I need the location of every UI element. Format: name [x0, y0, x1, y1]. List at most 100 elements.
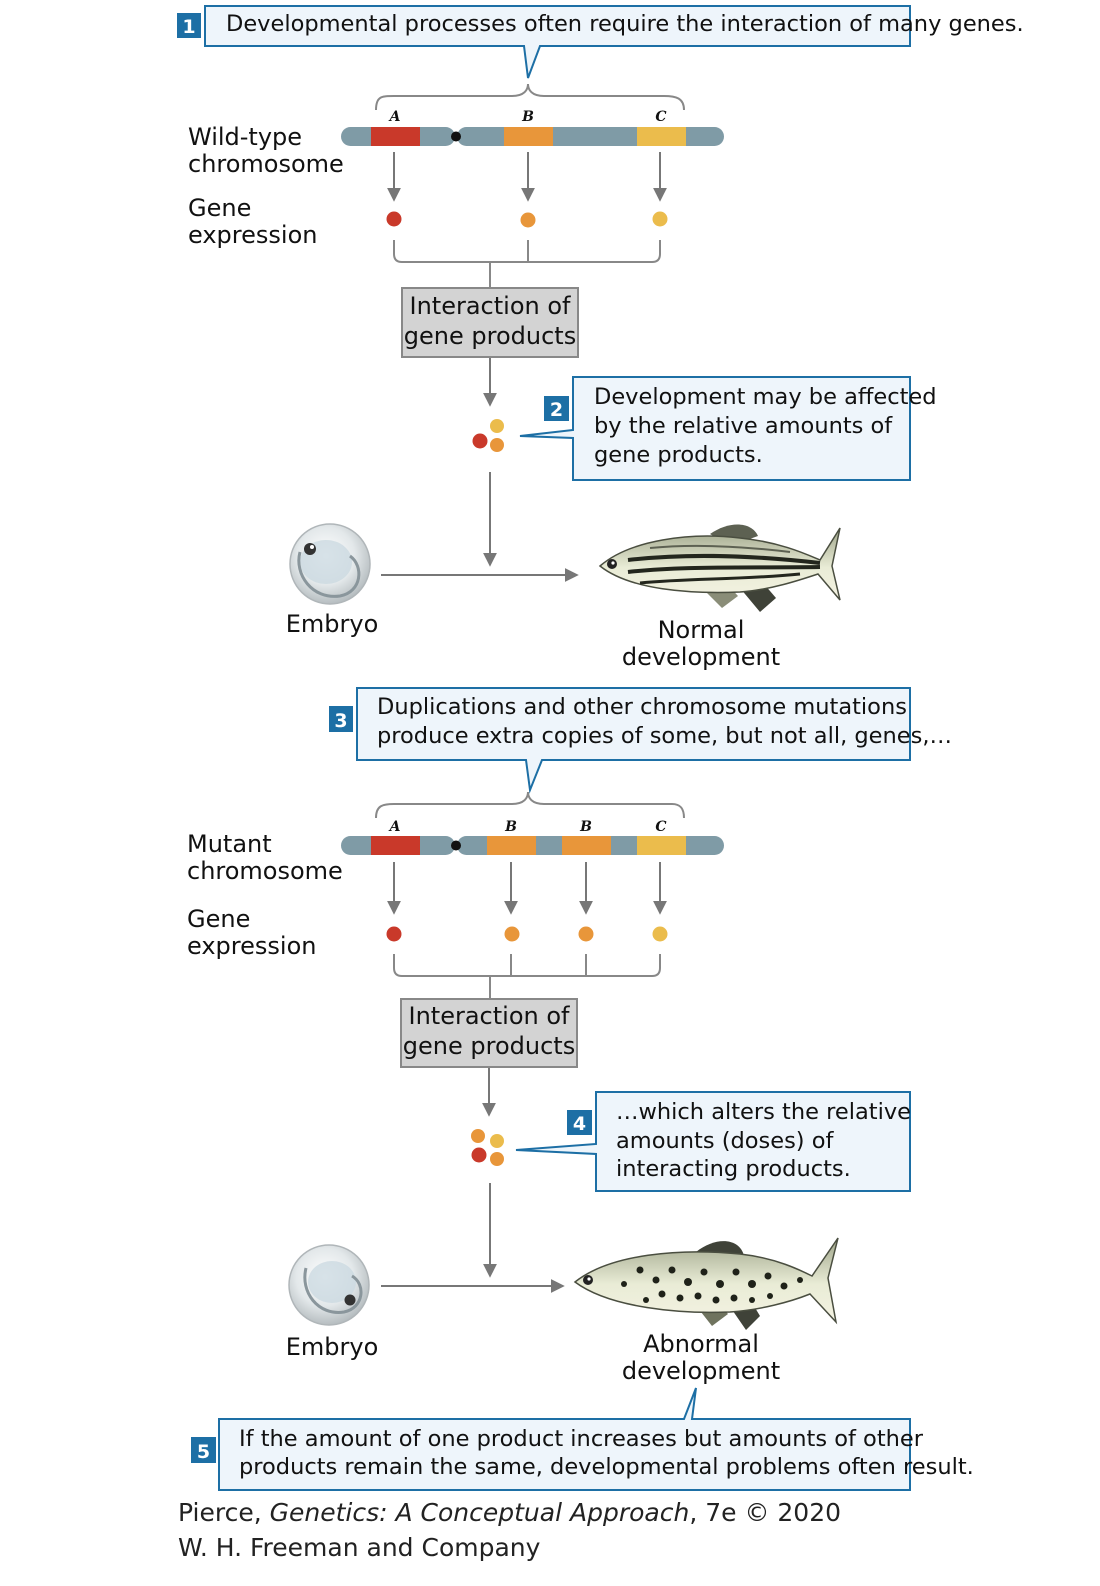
mutant-product-b1 — [504, 926, 520, 942]
mutant-mixed-product-b2 — [490, 1152, 504, 1166]
mutant-gene-label-a: A — [388, 819, 401, 835]
mutant-section: Mutant chromosome Gene expression A B B … — [187, 819, 724, 1278]
wild-mixed-product-b — [490, 438, 504, 452]
credit-line: Pierce, Genetics: A Conceptual Approach,… — [178, 1495, 841, 1565]
wild-product-a — [386, 211, 402, 227]
mutant-expression-label-1: Gene — [187, 905, 250, 933]
mutant-mixed-product-c — [490, 1134, 504, 1148]
credit-author: Pierce, — [178, 1498, 270, 1527]
wild-mixed-product-a — [472, 433, 488, 449]
wild-product-c — [652, 211, 668, 227]
mutant-chromosome — [341, 836, 724, 855]
callout-3-bubble — [356, 687, 911, 794]
wild-embryo-label: Embryo — [286, 610, 379, 638]
callout-3-text-2: produce extra copies of some, but not al… — [377, 723, 952, 749]
mutant-gene-a-band — [371, 836, 420, 855]
wild-expression-label-2: expression — [188, 221, 317, 249]
mutant-interaction-label-1: Interaction of — [409, 1002, 571, 1030]
credit-line-1: Pierce, Genetics: A Conceptual Approach,… — [178, 1495, 841, 1530]
callout-1-number-box — [177, 13, 201, 38]
abnormal-fish — [573, 1237, 839, 1330]
normal-development-label-2: development — [622, 643, 780, 671]
mutant-product-b2 — [578, 926, 594, 942]
callout-1-text: Developmental processes often require th… — [226, 11, 1024, 37]
wild-interaction-label-2: gene products — [404, 322, 576, 350]
mutant-gene-c-band — [637, 836, 686, 855]
callout-2-text-2: by the relative amounts of — [594, 413, 893, 439]
callout-4-bubble — [515, 1091, 911, 1192]
mutant-mixed-product-b1 — [471, 1129, 485, 1143]
credit-publisher: W. H. Freeman and Company — [178, 1533, 541, 1562]
wild-gene-a-band — [371, 127, 420, 146]
callout-1: 1 Developmental processes often require … — [177, 5, 1024, 79]
normal-fish — [598, 524, 841, 612]
callout-4-text-3: interacting products. — [616, 1156, 851, 1182]
wild-product-b — [520, 212, 536, 228]
wild-merge-lines — [393, 240, 661, 287]
callout-2-number-box — [544, 396, 569, 421]
wild-gene-c-band — [637, 127, 686, 146]
callout-5-text-2: products remain the same, developmental … — [239, 1454, 974, 1480]
callout-3: 3 Duplications and other chromosome muta… — [329, 687, 952, 794]
normal-development-label-1: Normal — [658, 616, 745, 644]
wild-mixed-product-c — [490, 419, 504, 433]
mutant-gene-label-c: C — [655, 819, 666, 835]
callout-2-text-1: Development may be affected — [594, 384, 937, 410]
callout-4-number-box — [567, 1110, 592, 1135]
wild-expression-label-1: Gene — [188, 194, 251, 222]
credit-edition: , 7e © 2020 — [689, 1498, 842, 1527]
wild-gene-label-a: A — [388, 109, 401, 125]
mutant-centromere — [451, 840, 461, 851]
mutant-gene-label-b2: B — [579, 819, 592, 835]
mutant-gene-brace — [375, 791, 685, 819]
mutant-chromosome-label-1: Mutant — [187, 830, 272, 858]
abnormal-development-label-2: development — [622, 1357, 780, 1385]
abnormal-development-label-1: Abnormal — [643, 1330, 759, 1358]
mutant-interaction-box — [400, 998, 578, 1068]
callout-3-number-box — [329, 706, 353, 732]
mutant-merge-lines — [393, 954, 661, 998]
mutant-interaction-label-2: gene products — [403, 1032, 575, 1060]
callout-1-bubble — [204, 5, 911, 79]
wild-interaction-label-1: Interaction of — [410, 292, 572, 320]
wild-gene-label-c: C — [655, 109, 666, 125]
callout-2-text-3: gene products. — [594, 442, 763, 468]
callout-3-text-1: Duplications and other chromosome mutati… — [377, 694, 907, 720]
wild-chromosome-label-2: chromosome — [188, 150, 344, 178]
wild-type-section: Wild-type chromosome Gene expression A B… — [188, 109, 724, 567]
callout-4-number: 4 — [573, 1113, 586, 1135]
mutant-gene-label-b1: B — [504, 819, 517, 835]
callout-3-number: 3 — [334, 710, 347, 732]
mutant-product-c — [652, 926, 668, 942]
wild-interaction-box — [401, 287, 579, 358]
wild-gene-label-b: B — [521, 109, 534, 125]
mutant-chromosome-label-2: chromosome — [187, 857, 343, 885]
mutant-embryo — [288, 1244, 370, 1326]
callout-2: 2 Development may be affected by the rel… — [519, 376, 937, 481]
callout-4-text-2: amounts (doses) of — [616, 1128, 834, 1154]
wild-embryo — [289, 523, 371, 605]
callout-5-text-1: If the amount of one product increases b… — [239, 1426, 924, 1452]
callout-4: 4 …which alters the relative amounts (do… — [515, 1091, 911, 1192]
wild-gene-brace — [375, 83, 685, 111]
mutant-embryo-label: Embryo — [286, 1333, 379, 1361]
callout-5-number: 5 — [197, 1441, 210, 1463]
wild-chromosome-label-1: Wild-type — [188, 123, 302, 151]
wild-gene-b-band — [504, 127, 553, 146]
callout-4-text-1: …which alters the relative — [616, 1099, 911, 1125]
mutant-product-a — [386, 926, 402, 942]
mutant-gene-b-band-1 — [487, 836, 536, 855]
callout-2-number: 2 — [550, 399, 563, 421]
mutant-expression-label-2: expression — [187, 932, 316, 960]
mutant-gene-b-band-2 — [562, 836, 611, 855]
callout-5: 5 If the amount of one product increases… — [191, 1387, 974, 1491]
callout-5-number-box — [191, 1437, 216, 1463]
callout-5-bubble — [218, 1387, 911, 1491]
wild-centromere — [451, 131, 461, 142]
mutant-mixed-product-a — [471, 1147, 487, 1163]
callout-2-bubble — [519, 376, 911, 481]
credit-book-title: Genetics: A Conceptual Approach — [269, 1498, 690, 1527]
callout-1-number: 1 — [182, 16, 195, 38]
wild-chromosome — [341, 127, 724, 146]
